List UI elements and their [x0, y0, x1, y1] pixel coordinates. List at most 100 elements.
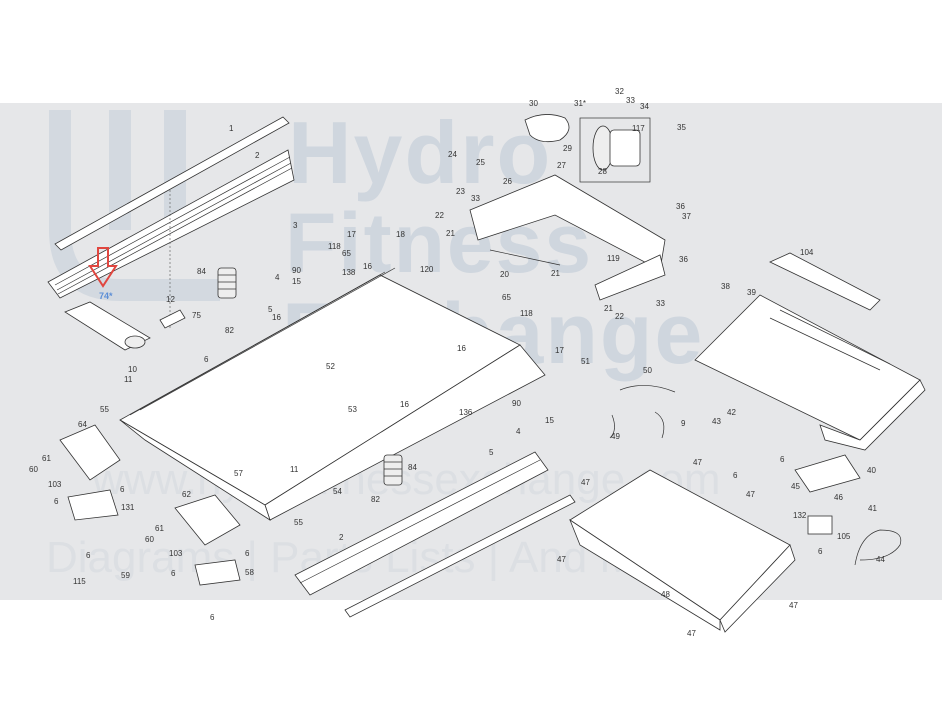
label-60: 60	[145, 535, 154, 544]
side-rail-top	[47, 116, 295, 330]
label-5: 5	[489, 448, 494, 457]
label-3: 3	[293, 221, 298, 230]
label-6: 6	[171, 569, 176, 578]
label-16: 16	[363, 262, 372, 271]
label-22: 22	[435, 211, 444, 220]
belt-30	[524, 114, 570, 143]
watermark-word-hydro: Hydro	[288, 103, 553, 202]
label-6: 6	[54, 497, 59, 506]
label-131: 131	[121, 503, 135, 512]
cover-58	[194, 559, 241, 586]
label-47: 47	[557, 555, 566, 564]
label-36: 36	[676, 202, 685, 211]
label-61: 61	[42, 454, 51, 463]
label-49: 49	[611, 432, 620, 441]
label-119: 119	[607, 254, 620, 263]
label-33: 33	[626, 96, 635, 105]
spring-84-top	[217, 267, 237, 299]
label-50: 50	[643, 366, 652, 375]
part-12-bracket	[159, 309, 186, 329]
label-55: 55	[100, 405, 109, 414]
label-6: 6	[818, 547, 823, 556]
label-23: 23	[456, 187, 465, 196]
label-5: 5	[268, 305, 273, 314]
label-65: 65	[502, 293, 511, 302]
label-64: 64	[78, 420, 87, 429]
label-138: 138	[342, 268, 356, 277]
label-9: 9	[681, 419, 686, 428]
label-6: 6	[86, 551, 91, 560]
label-90: 90	[512, 399, 521, 408]
spring-84-bottom	[383, 454, 403, 486]
wire-50	[619, 385, 676, 393]
label-51: 51	[581, 357, 590, 366]
label-33: 33	[656, 299, 665, 308]
label-27: 27	[557, 161, 566, 170]
label-59: 59	[121, 571, 130, 580]
label-117: 117	[632, 124, 645, 133]
label-11: 11	[124, 375, 133, 384]
label-6: 6	[210, 613, 215, 622]
power-cord-44	[854, 529, 902, 566]
label-2: 2	[339, 533, 344, 542]
label-115: 115	[73, 577, 86, 586]
label-84: 84	[408, 463, 417, 472]
label-47: 47	[581, 478, 590, 487]
label-103: 103	[169, 549, 183, 558]
side-rail-bottom	[294, 451, 576, 618]
cover-131	[67, 489, 119, 521]
label-26: 26	[503, 177, 512, 186]
label-34: 34	[640, 102, 649, 111]
label-4: 4	[516, 427, 521, 436]
motor-assembly	[579, 117, 651, 183]
label-55: 55	[294, 518, 303, 527]
label-24: 24	[448, 150, 457, 159]
label-41: 41	[868, 504, 877, 513]
label-39: 39	[747, 288, 756, 297]
label-21: 21	[551, 269, 560, 278]
upright-frame-26	[469, 174, 666, 301]
label-28: 28	[598, 167, 607, 176]
label-82: 82	[371, 495, 380, 504]
label-6: 6	[780, 455, 785, 464]
label-132: 132	[793, 511, 807, 520]
label-47: 47	[746, 490, 755, 499]
label-10: 10	[128, 365, 137, 374]
label-43: 43	[712, 417, 721, 426]
base-48	[569, 469, 796, 633]
label-25: 25	[476, 158, 485, 167]
label-58: 58	[245, 568, 254, 577]
label-30: 30	[529, 99, 538, 108]
label-33: 33	[471, 194, 480, 203]
label-48: 48	[661, 590, 670, 599]
label-57: 57	[234, 469, 243, 478]
label-74-highlighted: 74*	[99, 291, 113, 301]
label-6: 6	[733, 471, 738, 480]
wire-49	[609, 414, 615, 439]
label-35: 35	[677, 123, 686, 132]
label-47: 47	[687, 629, 696, 638]
label-44: 44	[876, 555, 885, 564]
label-47: 47	[693, 458, 702, 467]
label-17: 17	[555, 346, 564, 355]
label-118: 118	[328, 242, 341, 251]
label-62: 62	[182, 490, 191, 499]
label-45: 45	[791, 482, 800, 491]
label-6: 6	[245, 549, 250, 558]
label-32: 32	[615, 87, 624, 96]
cover-64	[59, 424, 121, 481]
label-29: 29	[563, 144, 572, 153]
label-38: 38	[721, 282, 730, 291]
label-21: 21	[604, 304, 613, 313]
label-1: 1	[229, 124, 234, 133]
label-136: 136	[459, 408, 473, 417]
label-61: 61	[155, 524, 164, 533]
label-15: 15	[292, 277, 301, 286]
label-36: 36	[679, 255, 688, 264]
label-40: 40	[867, 466, 876, 475]
label-31: 31*	[574, 99, 586, 108]
label-16: 16	[457, 344, 466, 353]
label-2: 2	[255, 151, 260, 160]
